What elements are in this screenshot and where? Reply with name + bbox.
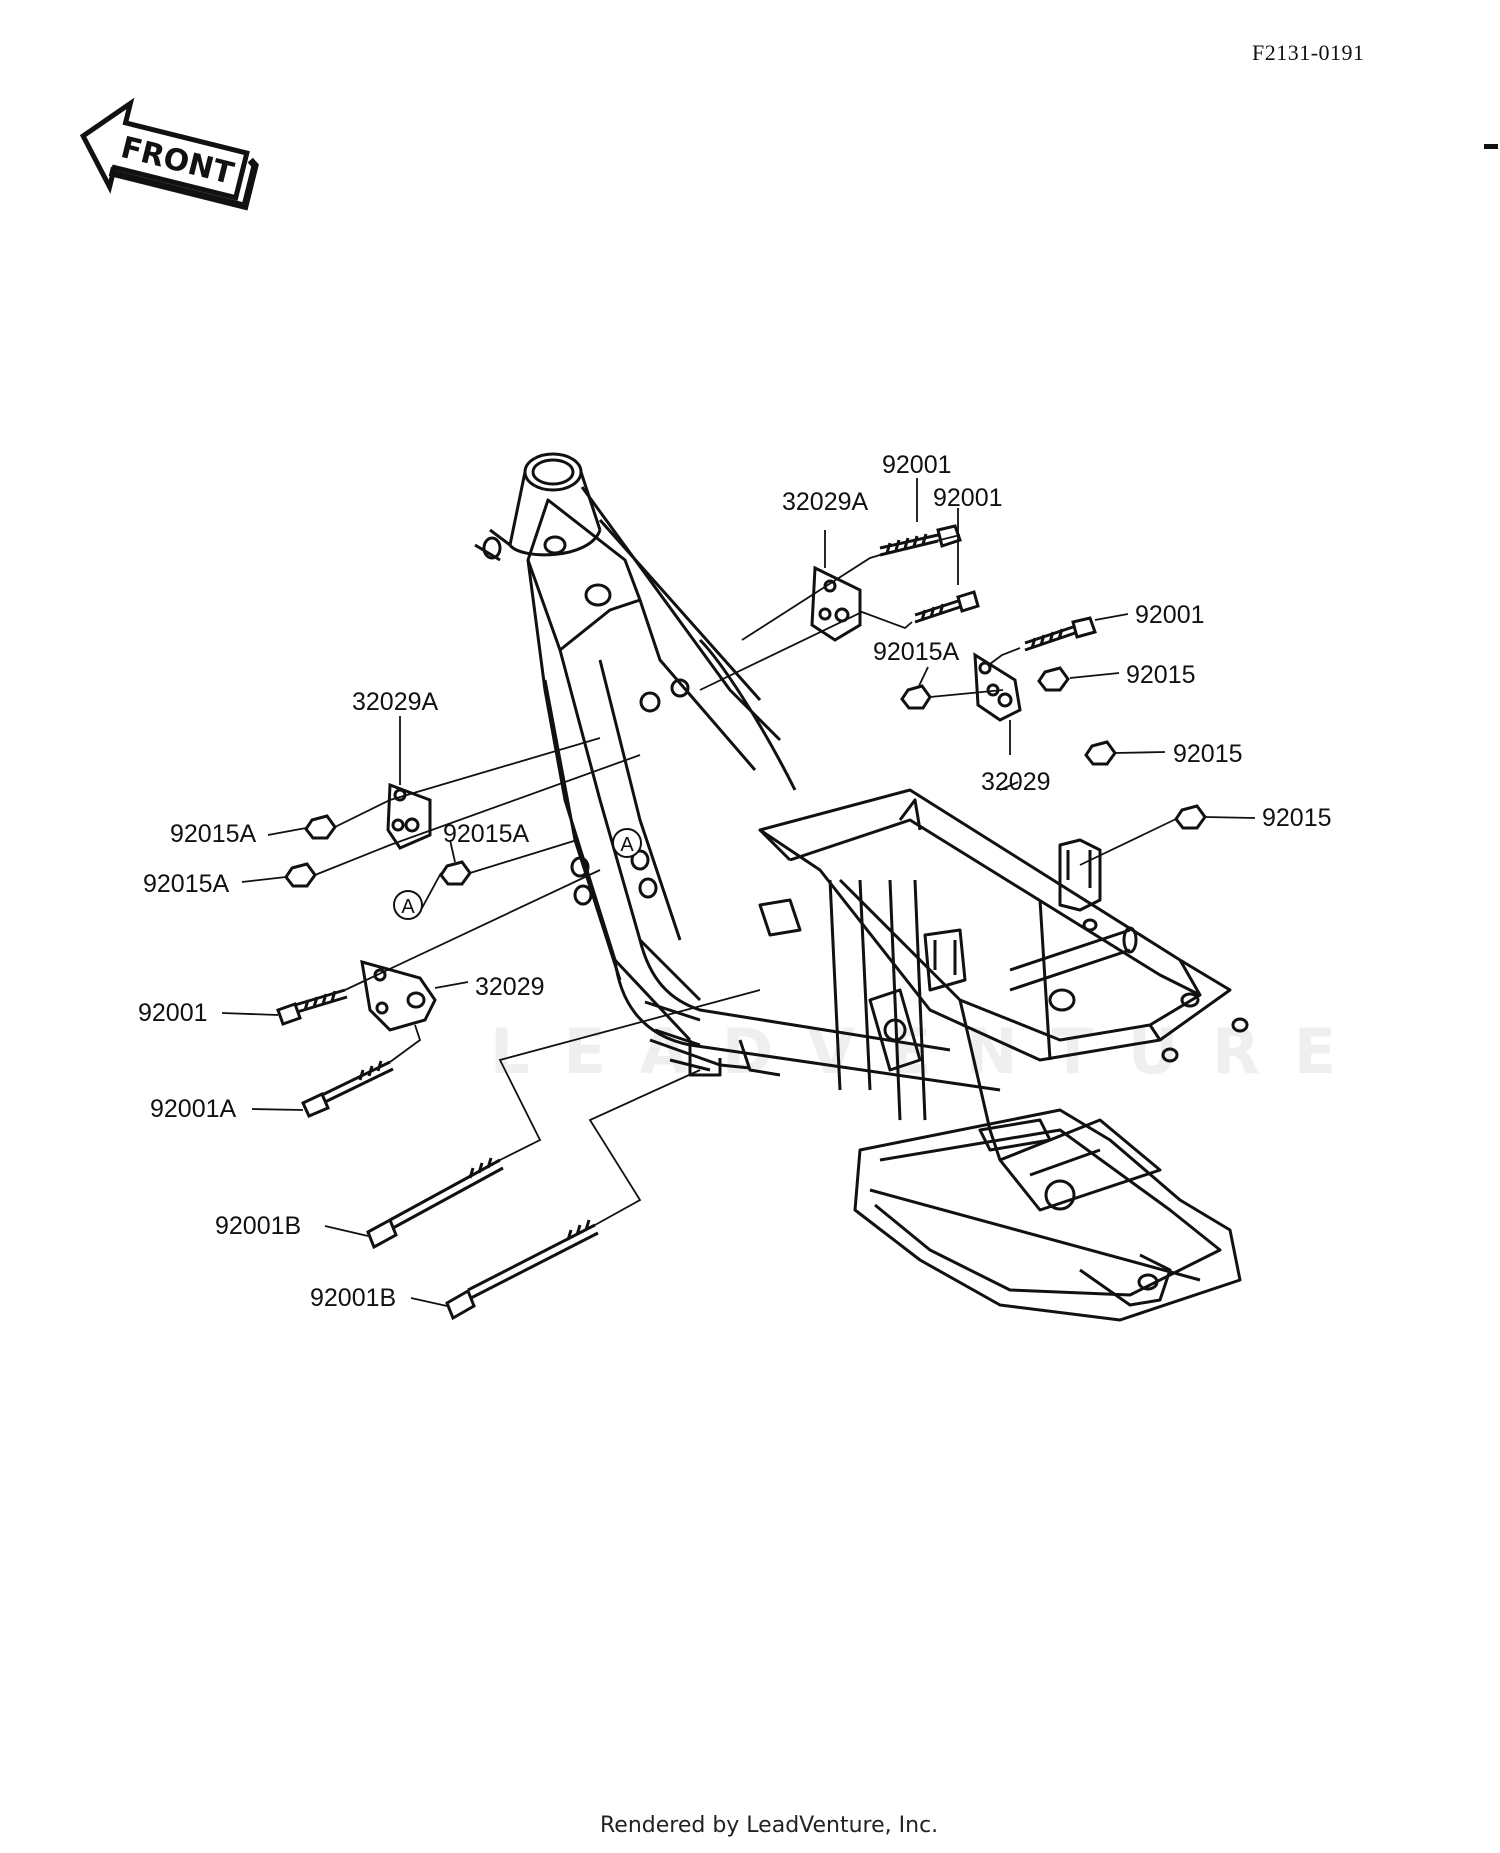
nut-92015-r2 <box>1084 740 1117 766</box>
callout-92001A: 92001A <box>150 1095 237 1123</box>
nuts <box>284 666 1207 888</box>
nut-92015-r3 <box>1174 804 1207 830</box>
callout-32029A-left: 32029A <box>352 688 439 716</box>
bolt-92001-top <box>879 524 962 557</box>
frame-body <box>474 452 1249 1322</box>
bolt-92001A <box>301 1060 394 1118</box>
ref-marker-a-frame-label: A <box>620 834 634 856</box>
callout-92015-r3: 92015 <box>1262 804 1332 832</box>
ref-marker-a-nut: A <box>393 890 423 920</box>
bolt-92001-right <box>1024 616 1097 652</box>
callout-92015A-right: 92015A <box>873 638 960 666</box>
callout-92001B-2: 92001B <box>310 1284 397 1312</box>
callout-92015A-l1: 92015A <box>170 820 257 848</box>
nut-92015A-l3 <box>439 860 472 886</box>
bolt-92001B-1 <box>366 1157 504 1250</box>
plate-32029-right <box>973 652 1022 722</box>
callout-92015A-l2: 92015A <box>143 870 230 898</box>
callout-92015-r2: 92015 <box>1173 740 1243 768</box>
callout-32029-right: 32029 <box>981 768 1051 796</box>
bolt-92001-left <box>276 988 348 1026</box>
callout-92001-mid: 92001 <box>933 484 1003 512</box>
nut-92015A-l2 <box>284 862 317 888</box>
callout-92001-right: 92001 <box>1135 601 1205 629</box>
plate-32029A-top <box>810 565 862 642</box>
ref-marker-a-nut-label: A <box>401 896 415 918</box>
callout-92001-top: 92001 <box>882 451 952 479</box>
nut-92015A-right <box>900 684 932 710</box>
bolt-92001-mid <box>914 590 980 624</box>
diagram-code: F2131-0191 <box>1252 40 1365 65</box>
plate-32029-left <box>360 959 437 1032</box>
margin-mark <box>1484 144 1498 149</box>
callout-32029-left: 32029 <box>475 973 545 1001</box>
nut-92015-r1 <box>1037 666 1070 692</box>
callout-92001B-1: 92001B <box>215 1212 302 1240</box>
front-arrow-icon: FRONT <box>79 97 259 211</box>
callout-32029A-top: 32029A <box>782 488 869 516</box>
callout-92001-left: 92001 <box>138 999 208 1027</box>
watermark: LEADVENTURE <box>490 1015 1371 1088</box>
bolt-92001B-2 <box>445 1219 599 1321</box>
leader-lines <box>221 478 1256 1307</box>
plate-32029A-left <box>386 782 432 850</box>
callout-92015A-l3: 92015A <box>443 820 530 848</box>
nut-92015A-l1 <box>304 814 337 840</box>
callout-92015-r1: 92015 <box>1126 661 1196 689</box>
ref-marker-a-frame: A <box>612 828 642 858</box>
footer-credit: Rendered by LeadVenture, Inc. <box>600 1813 939 1838</box>
